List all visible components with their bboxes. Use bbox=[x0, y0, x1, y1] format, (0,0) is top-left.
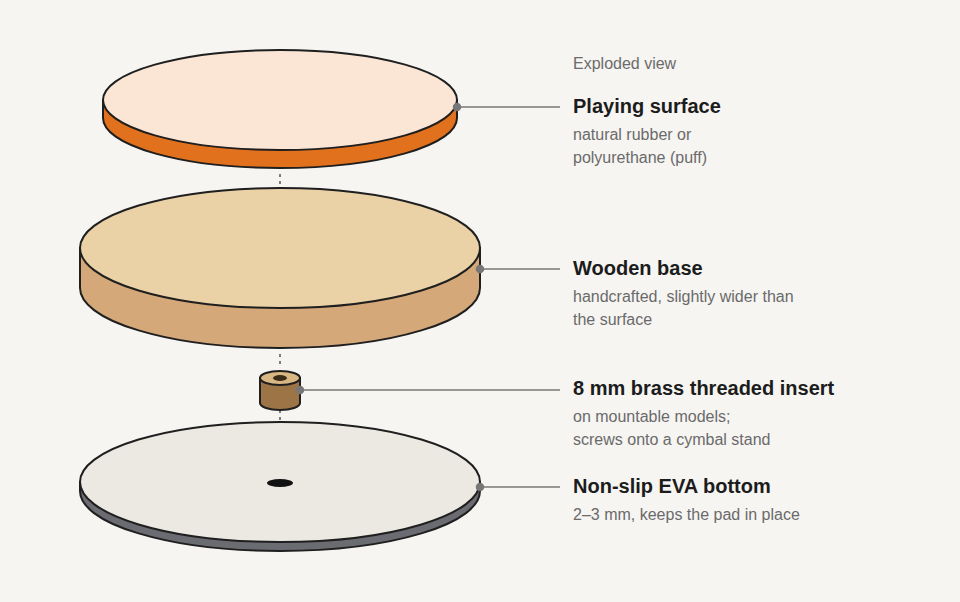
brass-insert bbox=[260, 371, 300, 410]
axis-line bbox=[279, 354, 281, 368]
part-name: Wooden base bbox=[573, 257, 703, 280]
view-title: Exploded view bbox=[573, 55, 676, 73]
wooden-base bbox=[80, 188, 480, 348]
part-note: handcrafted, slightly wider than the sur… bbox=[573, 285, 798, 331]
part-name: Playing surface bbox=[573, 95, 721, 118]
axis-line bbox=[279, 410, 281, 420]
part-name: 8 mm brass threaded insert bbox=[573, 377, 834, 400]
axis-line bbox=[279, 174, 281, 184]
eva-bottom bbox=[80, 422, 480, 551]
playing-surface bbox=[103, 50, 457, 168]
part-note: on mountable models; screws onto a cymba… bbox=[573, 405, 773, 451]
leader-lines bbox=[297, 104, 561, 491]
part-note: 2–3 mm, keeps the pad in place bbox=[573, 503, 800, 526]
part-name: Non-slip EVA bottom bbox=[573, 475, 771, 498]
part-note: natural rubber or polyurethane (puff) bbox=[573, 123, 773, 169]
